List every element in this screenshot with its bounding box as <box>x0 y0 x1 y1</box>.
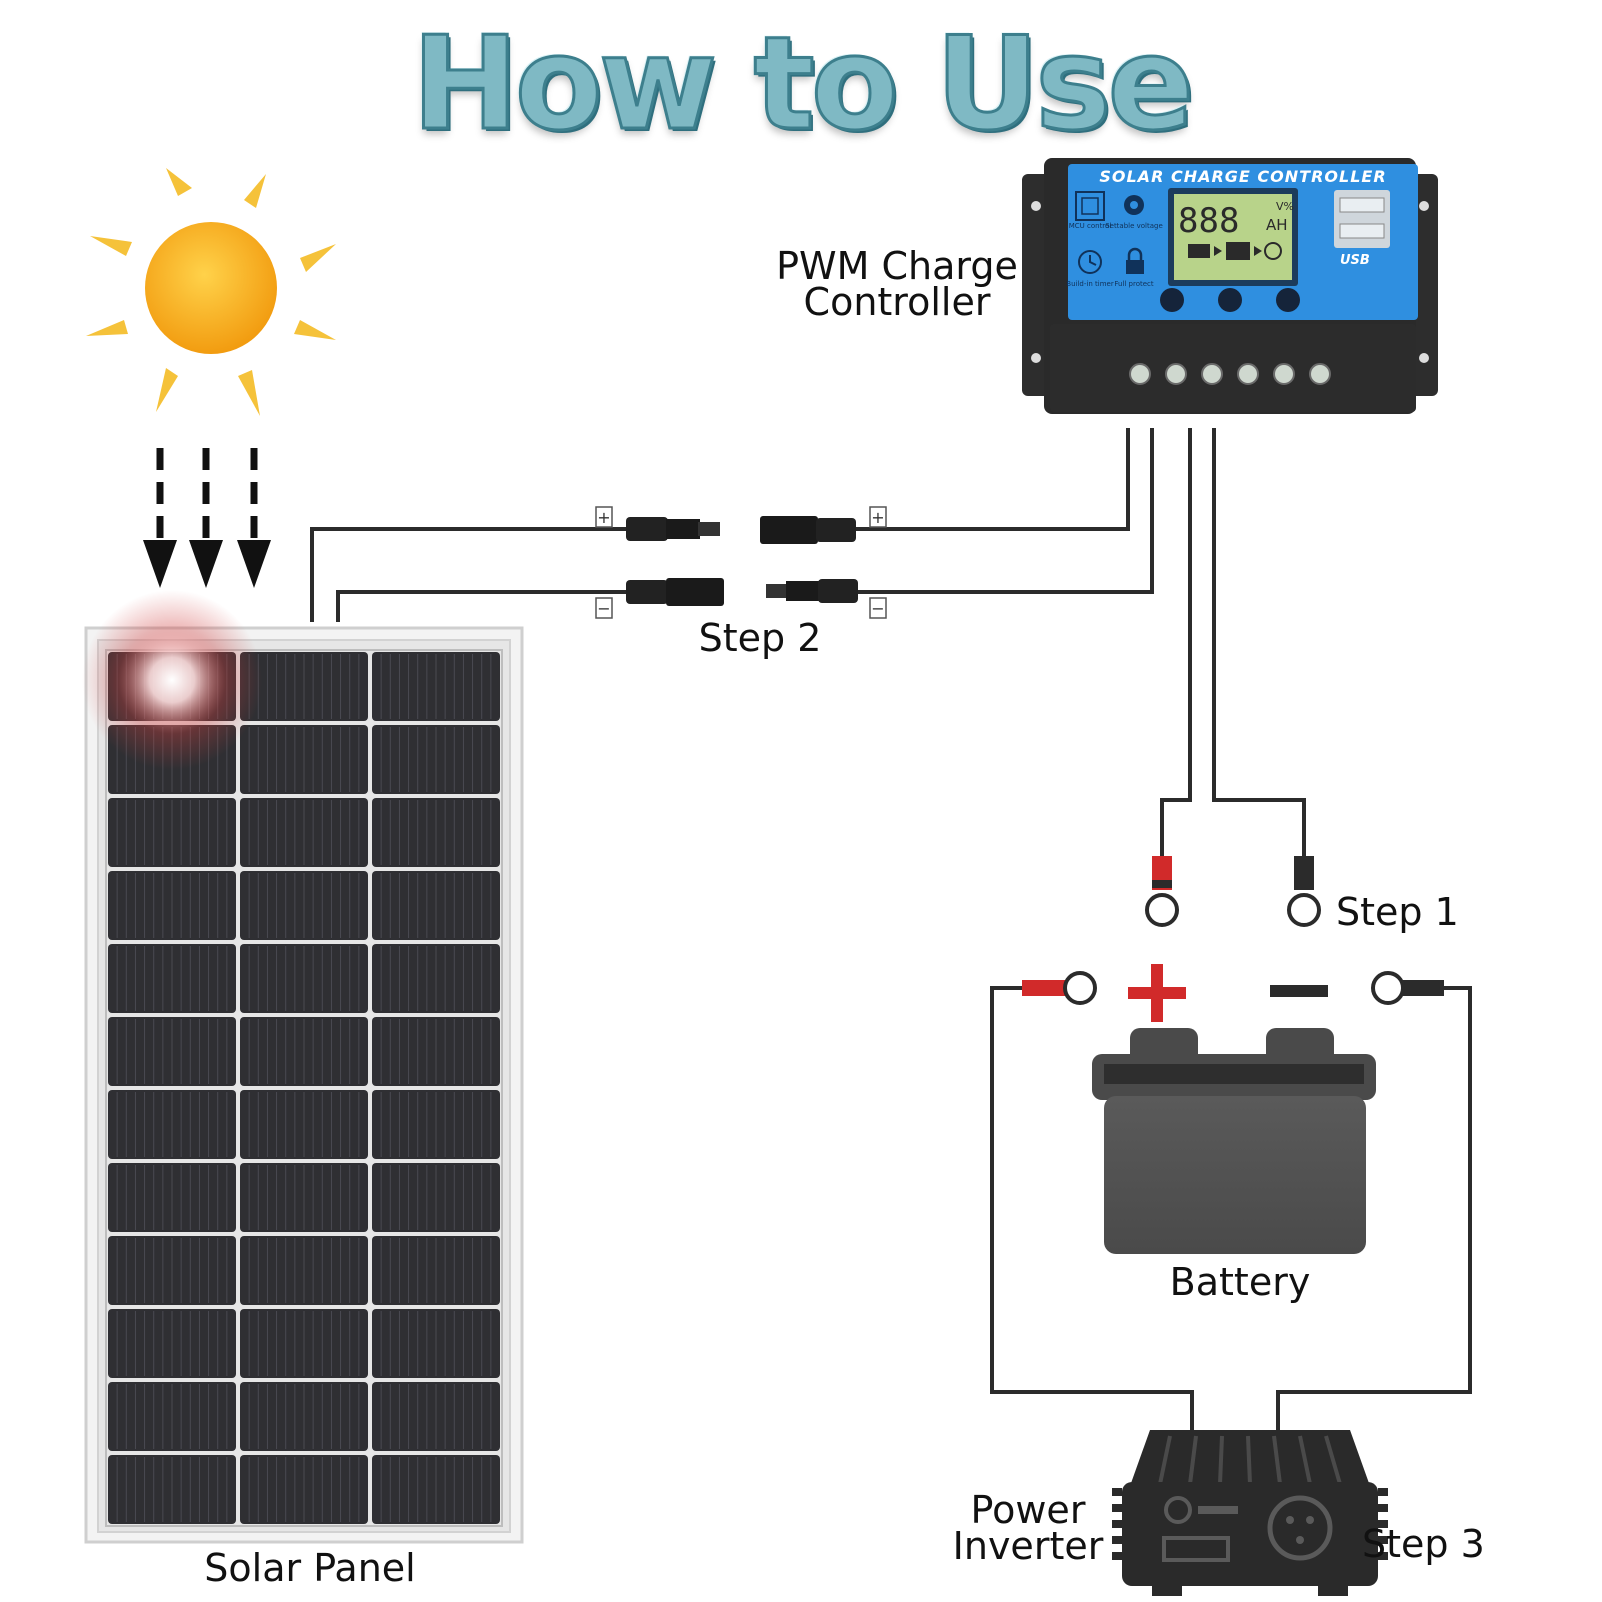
battery-wires <box>1160 428 1306 858</box>
inverter-label: Power Inverter <box>948 1490 1108 1566</box>
inverter-label-line1: Power <box>970 1488 1086 1532</box>
minus-sign: − <box>871 599 884 618</box>
ring-terminal-negative <box>1287 856 1321 927</box>
usb-port-icon <box>1334 190 1390 248</box>
mc4-connector-left-positive <box>626 517 720 541</box>
solar-cells <box>108 652 500 1524</box>
panel-wires <box>310 428 1154 622</box>
battery-label: Battery <box>1169 1260 1311 1304</box>
page-title: How to Use <box>410 9 1196 161</box>
inverter-label-line2: Inverter <box>952 1524 1104 1568</box>
inverter-wires <box>990 986 1472 1432</box>
inverter-fins <box>1112 1488 1388 1560</box>
lcd-digits: 888 <box>1178 201 1239 241</box>
sun-icon <box>86 168 336 416</box>
polarity-box-right-minus: − <box>869 597 887 619</box>
power-inverter-icon <box>1112 1430 1388 1596</box>
controller-button-up[interactable] <box>1218 288 1242 312</box>
controller-label-line1: PWM Charge <box>776 244 1018 288</box>
arrowheads <box>143 540 271 588</box>
terminal-screws <box>1129 363 1331 385</box>
battery-terminal-right <box>1371 971 1444 1005</box>
controller-header: SOLAR CHARGE CONTROLLER <box>1099 167 1386 186</box>
step1-label: Step 1 <box>1336 890 1459 934</box>
sunlight-arrows-icon <box>156 448 258 548</box>
step2-label: Step 2 <box>698 616 822 660</box>
polarity-box-left-plus: + <box>595 506 613 528</box>
polarity-box-right-plus: + <box>869 506 887 528</box>
battery-icon <box>1092 964 1376 1254</box>
controller-button-menu[interactable] <box>1160 288 1184 312</box>
ring-terminal-positive <box>1145 856 1179 927</box>
battery-terminal-left <box>1022 971 1097 1005</box>
usb-label: USB <box>1340 253 1370 268</box>
mc4-connector-right-negative <box>766 579 858 603</box>
lock-icon <box>1126 247 1144 274</box>
lcd-status-icons <box>1188 242 1282 260</box>
gear-icon <box>1124 195 1144 215</box>
controller-button-down[interactable] <box>1276 288 1300 312</box>
mcu-chip-icon <box>1075 191 1105 221</box>
charge-controller: SOLAR CHARGE CONTROLLER MCU control Sett… <box>1022 158 1438 414</box>
mc4-connector-right-positive <box>760 516 856 544</box>
plus-sign: + <box>597 508 610 527</box>
step3-label: Step 3 <box>1362 1522 1485 1566</box>
lcd-unit-top: V% <box>1276 200 1294 213</box>
lcd-unit-bottom: AH <box>1266 216 1288 234</box>
icon-label-mcu: MCU control <box>1069 222 1112 230</box>
icon-label-voltage: Settable voltage <box>1105 222 1163 230</box>
controller-label: PWM Charge Controller <box>772 246 1022 322</box>
plus-sign: + <box>871 508 884 527</box>
icon-label-timer: Build-in timer <box>1066 280 1114 288</box>
solar-panel-label: Solar Panel <box>204 1546 416 1590</box>
polarity-box-left-minus: − <box>595 597 613 619</box>
solar-panel <box>82 590 524 1544</box>
minus-sign: − <box>597 599 610 618</box>
mc4-connector-left-negative <box>626 578 724 606</box>
icon-label-protect: Full protect <box>1114 280 1154 288</box>
clock-icon <box>1078 250 1102 274</box>
controller-label-line2: Controller <box>803 280 991 324</box>
